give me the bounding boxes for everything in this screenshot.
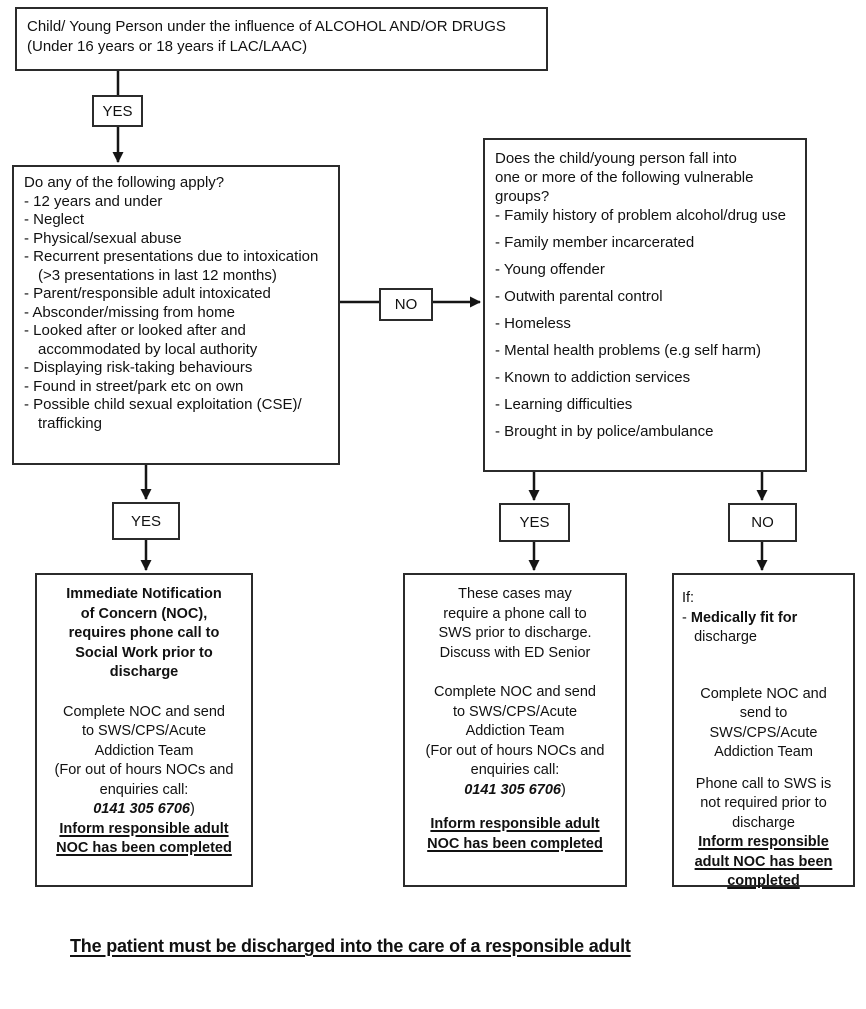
text-segment: Inform responsible adult NOC has been co… xyxy=(56,820,232,857)
vulnerable-box-title: Does the child/young person fall into on… xyxy=(495,150,754,205)
list-item: - Looked after or looked after and accom… xyxy=(24,322,258,358)
list-item: - Known to addiction services xyxy=(495,369,691,386)
list-item: - Absconder/missing from home xyxy=(24,303,235,321)
text-segment: These cases may require a phone call to … xyxy=(438,586,592,661)
list-item: - Possible child sexual exploitation (CS… xyxy=(24,396,302,432)
text-segment: ) xyxy=(560,781,566,798)
paragraph: Inform responsible adult NOC has been co… xyxy=(682,833,845,892)
list-item: - Found in street/park etc on own xyxy=(24,377,244,395)
list-item: - Parent/responsible adult intoxicated xyxy=(24,285,271,302)
yes-label-2: YES xyxy=(112,502,180,540)
list-item: - Neglect xyxy=(24,211,85,228)
list-item: - Recurrent presentations due to intoxic… xyxy=(24,248,319,284)
paragraph: - Medically fit for discharge xyxy=(682,609,845,648)
paragraph: Complete NOC and send to SWS/CPS/Acute A… xyxy=(413,683,617,800)
vulnerable-groups-box: Does the child/young person fall into on… xyxy=(483,138,807,472)
paragraph: Inform responsible adult NOC has been co… xyxy=(413,815,617,854)
paragraph: Complete NOC and send to SWS/CPS/Acute A… xyxy=(45,703,243,820)
no-label-1: NO xyxy=(379,288,433,321)
text-segment: Inform responsible adult NOC has been co… xyxy=(427,816,603,852)
criteria-box: Do any of the following apply? - 12 year… xyxy=(12,165,340,465)
text-segment: Immediate Notification of Concern (NOC),… xyxy=(66,586,222,680)
list-item: - Physical/sexual abuse xyxy=(24,229,182,247)
list-item: - Brought in by police/ambulance xyxy=(495,423,714,440)
vulnerable-list: - Family history of problem alcohol/drug… xyxy=(495,206,795,441)
text-segment: - xyxy=(682,609,691,626)
list-item: - Displaying risk-taking behaviours xyxy=(24,359,253,376)
list-item: - 12 years and under xyxy=(24,192,163,210)
list-item: - Mental health problems (e.g self harm) xyxy=(495,342,761,359)
paragraph: Immediate Notification of Concern (NOC),… xyxy=(45,585,243,683)
list-item: - Family history of problem alcohol/drug… xyxy=(495,207,786,224)
criteria-box-title: Do any of the following apply? xyxy=(24,174,225,191)
start-box: Child/ Young Person under the influence … xyxy=(15,7,548,71)
text-segment: Complete NOC and send to SWS/CPS/Acute A… xyxy=(700,685,827,761)
text-segment: ) xyxy=(189,801,195,817)
list-item: - Learning difficulties xyxy=(495,396,633,413)
yes-label-1: YES xyxy=(92,95,143,127)
text-segment: Inform responsible adult NOC has been co… xyxy=(694,834,833,889)
text-segment: Complete NOC and send to SWS/CPS/Acute A… xyxy=(54,703,234,798)
list-item: - Young offender xyxy=(495,261,605,278)
paragraph: These cases may require a phone call to … xyxy=(413,585,617,663)
list-item: - Homeless xyxy=(495,315,571,332)
criteria-list: - 12 years and under- Neglect- Physical/… xyxy=(24,193,328,434)
list-item: - Outwith parental control xyxy=(495,288,663,305)
footer-note: The patient must be discharged into the … xyxy=(70,936,631,956)
text-segment: discharge xyxy=(694,629,757,645)
paragraph: Phone call to SWS is not required prior … xyxy=(682,775,845,834)
outcome-immediate-noc-box: Immediate Notification of Concern (NOC),… xyxy=(35,573,253,887)
text-segment: Phone call to SWS is not required prior … xyxy=(695,775,832,831)
text-segment: Medically fit for xyxy=(690,609,798,626)
no-label-2: NO xyxy=(728,503,797,542)
text-segment: Complete NOC and send to SWS/CPS/Acute A… xyxy=(425,684,605,778)
list-item: - Family member incarcerated xyxy=(495,234,695,251)
outcome-phone-call-box: These cases may require a phone call to … xyxy=(403,573,627,887)
paragraph: Complete NOC and send to SWS/CPS/Acute A… xyxy=(682,685,845,763)
text-segment: If: xyxy=(682,590,695,606)
paragraph: Inform responsible adult NOC has been co… xyxy=(45,820,243,859)
yes-label-3: YES xyxy=(499,503,570,542)
text-segment: 0141 305 6706 xyxy=(464,781,561,798)
text-segment: 0141 305 6706 xyxy=(93,801,190,817)
paragraph: If: xyxy=(682,589,845,609)
